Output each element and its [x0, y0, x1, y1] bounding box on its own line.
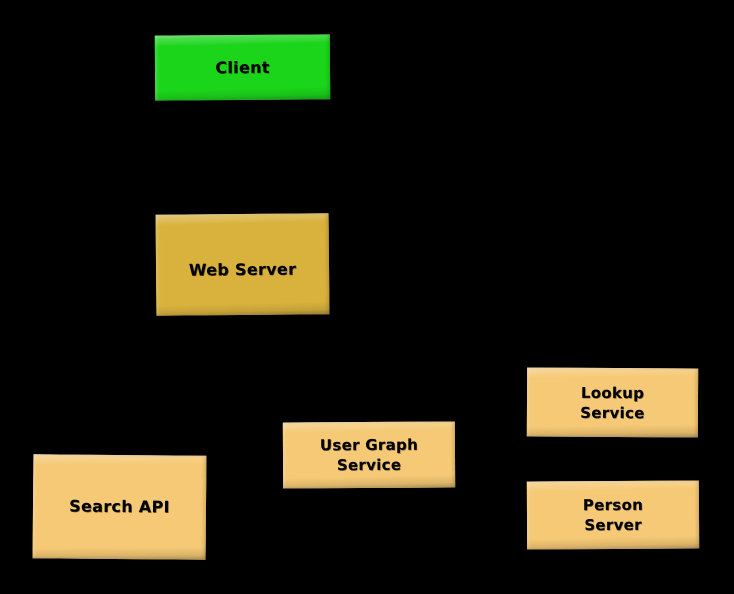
node-user-graph-service-label-line2: Service — [336, 455, 402, 475]
node-search-api: Search API — [32, 454, 207, 560]
node-client: Client — [154, 34, 331, 101]
node-lookup-service-label-line1: Lookup — [580, 383, 645, 402]
node-lookup-service: Lookup Service — [526, 367, 699, 438]
node-user-graph-service-label-line1: User Graph — [319, 435, 419, 455]
node-person-server-label-line2: Server — [584, 515, 642, 535]
node-web-server: Web Server — [155, 213, 330, 316]
node-person-server: Person Server — [526, 480, 700, 550]
node-search-api-label: Search API — [69, 496, 170, 517]
node-lookup-service-label-line2: Service — [580, 403, 645, 422]
node-web-server-label: Web Server — [188, 259, 297, 279]
node-person-server-label-line1: Person — [582, 495, 644, 515]
node-user-graph-service: User Graph Service — [282, 421, 456, 489]
node-client-label: Client — [215, 57, 270, 77]
